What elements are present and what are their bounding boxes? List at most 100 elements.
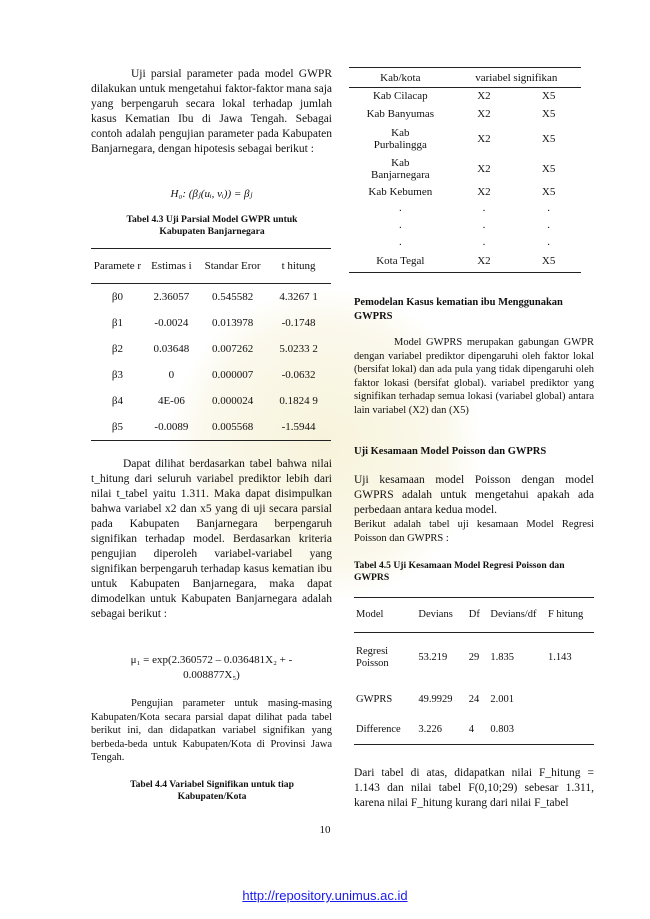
table-cell: 0.03648: [153, 342, 190, 355]
table-cell: .: [547, 202, 551, 214]
table-cell: Regresi Poisson: [356, 645, 389, 669]
testing-paragraph: Pengujian parameter untuk masing-masing …: [91, 698, 332, 763]
table-cell: β0: [111, 290, 123, 303]
table-cell: .: [482, 236, 486, 248]
table-cell: β3: [111, 368, 123, 381]
table-cell: 4: [466, 716, 489, 745]
table-row: Regresi Poisson 53.219 29 1.835 1.143: [354, 633, 594, 683]
table-cell: Kab Banyumas: [366, 107, 435, 120]
table-cell: 4E-06: [157, 394, 185, 407]
table-row: β4 4E-06 0.000024 0.1824 9: [91, 388, 331, 414]
table-row: Kab Purbalingga X2 X5: [349, 124, 581, 154]
gwprs-paragraph: Model GWPRS merupakan gabungan GWPR deng…: [354, 337, 594, 416]
page-number: 10: [319, 824, 331, 836]
table-cell: 1.835: [490, 651, 514, 663]
table-cell: Kab Kebumen: [368, 185, 433, 198]
hypothesis-equation: H₀: (βⱼ(uᵢ, vᵢ)) = βⱼ: [170, 188, 253, 200]
table-cell: 4.3267 1: [279, 290, 318, 303]
column-header: Df: [466, 597, 489, 633]
table-row: β3 0 0.000007 -0.0632: [91, 362, 331, 388]
table-row: β1 -0.0024 0.013978 -0.1748: [91, 310, 331, 336]
uji-paragraph-2: Berikut adalah tabel uji kesamaan Model …: [354, 519, 594, 544]
table-cell: X5: [541, 185, 556, 198]
table-row: . . .: [349, 217, 581, 234]
intro-paragraph: Uji parsial parameter pada model GWPR di…: [91, 68, 332, 155]
table45-caption: Tabel 4.5 Uji Kesamaan Model Regresi Poi…: [354, 560, 565, 583]
table-cell: .: [398, 236, 402, 248]
table-cell: [546, 683, 594, 717]
table-cell: 24: [468, 693, 480, 705]
table-cell: 0.803: [488, 716, 546, 745]
table-header-row: Model Devians Df Devians/df F hitung: [354, 597, 594, 633]
table-cell: 0.1824 9: [279, 394, 318, 407]
table-cell: X2: [451, 250, 517, 273]
table-row: Kab Banyumas X2 X5: [349, 104, 581, 124]
table-cell: 2.36057: [153, 290, 190, 303]
table-cell: β5: [91, 414, 144, 441]
conclusion-paragraph: Dapat dilihat berdasarkan tabel bahwa ni…: [91, 458, 332, 620]
table-cell: X5: [541, 162, 556, 175]
table-cell: 49.9929: [418, 693, 453, 705]
table-row: GWPRS 49.9929 24 2.001: [354, 683, 594, 717]
column-header: Devians/df: [488, 597, 546, 633]
table-row: Kota Tegal X2 X5: [349, 250, 581, 273]
column-header: t hitung: [266, 248, 331, 284]
table-cell: X5: [541, 107, 556, 120]
table-cell: 1.143: [547, 651, 572, 663]
table-row: β0 2.36057 0.545582 4.3267 1: [91, 284, 331, 311]
table-cell: β1: [111, 316, 123, 329]
table-cell: -0.1748: [281, 316, 316, 329]
column-header: Estimas i: [143, 248, 199, 284]
table-cell: X5: [541, 89, 556, 102]
table-cell: 5.0233 2: [279, 342, 318, 355]
table-cell: .: [398, 202, 402, 214]
table-cell: .: [547, 219, 551, 231]
table-cell: .: [482, 219, 486, 231]
table-cell: Kab Cilacap: [372, 89, 428, 102]
table-cell: [545, 716, 594, 745]
table-cell: .: [482, 202, 486, 214]
table-header-row: Kab/kota variabel signifikan: [349, 67, 581, 88]
table-cell: .: [547, 236, 551, 248]
table-cell: β4: [111, 394, 123, 407]
table-cell: 0.013978: [211, 316, 254, 329]
table-cell: -1.5944: [266, 414, 331, 441]
table-row: β5 -0.0089 0.005568 -1.5944: [91, 414, 331, 441]
column-header: F hitung: [545, 597, 594, 633]
column-header: Model: [354, 597, 417, 633]
table-cell: 0.005568: [198, 414, 267, 441]
table-cell: Kota Tegal: [349, 250, 452, 273]
table43-caption: Tabel 4.3 Uji Parsial Model GWPR untuk K…: [126, 214, 298, 237]
table-cell: -0.0089: [143, 414, 199, 441]
uji-paragraph: Uji kesamaan model Poisson dengan model …: [354, 474, 594, 516]
table-cell: X2: [477, 185, 491, 198]
table-cell: 0.007262: [211, 342, 254, 355]
repository-link[interactable]: http://repository.unimus.ac.id: [242, 888, 408, 903]
column-header: Devians: [416, 597, 467, 633]
table-cell: 0: [168, 368, 175, 381]
table-cell: X2: [477, 162, 491, 175]
table-cell: Kab Purbalingga: [373, 126, 427, 151]
table-row: Kab Banjarnegara X2 X5: [349, 154, 581, 184]
table-header-row: Paramete r Estimas i Standar Eror t hitu…: [91, 248, 331, 284]
table-cell: X2: [477, 89, 491, 102]
table-4-5: Model Devians Df Devians/df F hitung Reg…: [354, 597, 594, 745]
table-cell: -0.0024: [154, 316, 189, 329]
table-cell: X2: [477, 132, 491, 145]
column-header: Kab/kota: [349, 67, 452, 88]
table-4-4: Kab/kota variabel signifikan Kab Cilacap…: [349, 67, 581, 273]
model-equation-line2: 0.008877X₅): [183, 669, 240, 681]
table-cell: 2.001: [490, 693, 514, 705]
table-cell: -0.0632: [281, 368, 316, 381]
table-cell: 29: [468, 651, 480, 663]
table-cell: 0.000024: [211, 394, 254, 407]
heading-gwprs: Pemodelan Kasus kematian ibu Menggunakan…: [354, 297, 563, 322]
table-row: Difference 3.226 4 0.803: [354, 716, 594, 745]
table-cell: GWPRS: [356, 693, 393, 705]
column-header: variabel signifikan: [451, 67, 581, 88]
table-row: . . .: [349, 234, 581, 251]
table-row: Kab Kebumen X2 X5: [349, 184, 581, 200]
table-cell: Kab Banjarnegara: [371, 156, 430, 181]
final-paragraph: Dari tabel di atas, didapatkan nilai F_h…: [354, 767, 594, 809]
table-cell: 0.000007: [211, 368, 254, 381]
